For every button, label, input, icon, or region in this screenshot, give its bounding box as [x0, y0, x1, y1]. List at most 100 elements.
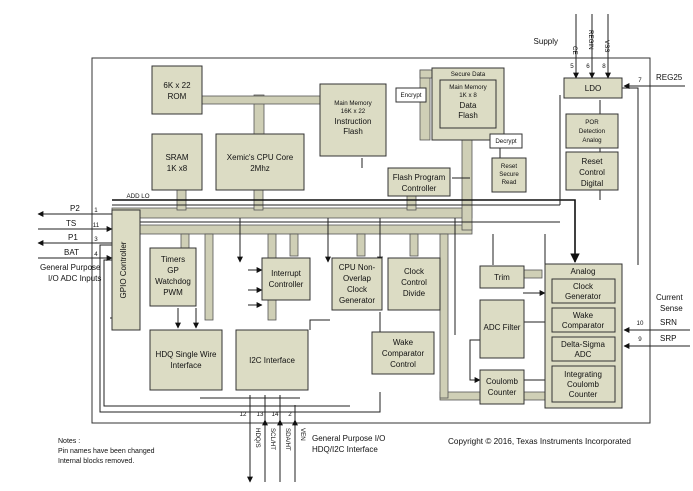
bus-irq: [289, 233, 299, 257]
svg-text:1: 1: [94, 207, 98, 214]
svg-text:Instruction: Instruction: [335, 117, 372, 126]
svg-text:Generator: Generator: [565, 292, 601, 301]
svg-text:P1: P1: [68, 233, 78, 242]
svg-text:GPIO Controller: GPIO Controller: [119, 241, 128, 298]
svg-text:Interface: Interface: [170, 361, 202, 370]
svg-text:POR: POR: [585, 119, 599, 126]
svg-text:1K x8: 1K x8: [167, 164, 188, 173]
bus-adc-v: [439, 233, 449, 399]
wake-comparator-control-block: Wake Comparator Control: [371, 331, 435, 375]
ldo-block: LDO: [563, 77, 623, 99]
svg-text:Secure: Secure: [499, 171, 519, 178]
svg-text:5: 5: [570, 63, 574, 70]
encrypt-block: Encrypt: [395, 87, 427, 103]
svg-text:Current: Current: [656, 293, 683, 302]
svg-text:8: 8: [602, 63, 606, 70]
svg-text:Watchdog: Watchdog: [155, 277, 191, 286]
rom-block: 6K x 22 ROM: [151, 65, 203, 115]
svg-text:ROM: ROM: [168, 92, 187, 101]
trim-block: Trim: [479, 265, 525, 289]
svg-text:Clock: Clock: [404, 267, 425, 276]
svg-text:TS: TS: [66, 219, 76, 228]
por-block: POR Detection Analog: [565, 113, 619, 149]
hdq-interface-block: HDQ Single Wire Interface: [149, 329, 223, 391]
svg-text:Analog: Analog: [571, 267, 596, 276]
svg-text:Reset: Reset: [501, 163, 517, 170]
svg-text:SRP: SRP: [660, 334, 676, 343]
svg-text:SRN: SRN: [660, 318, 677, 327]
svg-text:Comparator: Comparator: [382, 349, 425, 358]
timers-block: Timers GP Watchdog PWM: [149, 247, 197, 307]
svg-text:Secure Data: Secure Data: [451, 71, 486, 78]
svg-text:REG25: REG25: [656, 73, 683, 82]
svg-text:Flash Program: Flash Program: [393, 173, 446, 182]
svg-text:Controller: Controller: [269, 280, 304, 289]
svg-text:BAT: BAT: [64, 248, 79, 257]
cpu-core-block: Xemic's CPU Core 2Mhz: [215, 133, 305, 191]
svg-text:6: 6: [586, 63, 590, 70]
svg-text:SCL/HT: SCL/HT: [269, 428, 276, 450]
svg-text:ADC Filter: ADC Filter: [484, 323, 521, 332]
notes: Notes : Pin names have been changed Inte…: [58, 438, 155, 465]
sram-block: SRAM 1K x8: [151, 133, 203, 191]
svg-text:Pin names have been changed: Pin names have been changed: [58, 448, 155, 455]
svg-text:VSS: VSS: [603, 40, 610, 52]
svg-text:Flash: Flash: [458, 111, 478, 120]
svg-text:HDQ Single Wire: HDQ Single Wire: [156, 350, 217, 359]
bus-hdq: [204, 233, 214, 321]
bottom-label-line1: General Purpose I/O: [312, 434, 385, 443]
bus-lower: [111, 224, 473, 235]
svg-text:Internal blocks removed.: Internal blocks removed.: [58, 458, 134, 465]
interrupt-controller-block: Interrupt Controller: [261, 257, 311, 301]
svg-text:9: 9: [638, 336, 642, 343]
cpu-clock-generator-block: CPU Non- Overlap Clock Generator: [331, 257, 383, 311]
svg-text:Main Memory: Main Memory: [449, 84, 487, 91]
reg25-pin: REG25 7: [623, 73, 685, 89]
svg-text:PWM: PWM: [163, 288, 183, 297]
svg-text:Delta-Sigma: Delta-Sigma: [561, 340, 606, 349]
flash-program-controller-block: Flash Program Controller: [387, 167, 451, 197]
addr-label: ADD LO: [126, 193, 149, 200]
decrypt-block: Decrypt: [489, 133, 523, 149]
reset-secure-read-block: Reset Secure Read: [491, 157, 527, 193]
svg-text:Data: Data: [460, 101, 477, 110]
svg-text:2Mhz: 2Mhz: [250, 164, 270, 173]
svg-text:CE: CE: [571, 46, 578, 55]
coulomb-counter-block: Coulomb Counter: [479, 369, 525, 405]
svg-text:Analog: Analog: [582, 137, 602, 144]
svg-text:Divide: Divide: [403, 289, 426, 298]
bus-div: [409, 233, 419, 257]
secure-data-block: Secure Data Main Memory 1K x 8 Data Flas…: [431, 67, 505, 141]
svg-text:Supply: Supply: [534, 37, 558, 46]
svg-text:Interrupt: Interrupt: [271, 269, 302, 278]
addr-line: [112, 199, 580, 263]
wire-i: [469, 339, 481, 383]
bottom-pins: 12 13 14 2 HDQ/S SCL/HT SDA/HT VEN Gener…: [240, 411, 385, 483]
svg-text:Integrating: Integrating: [564, 370, 602, 379]
bottom-label-line2: HDQ/I2C Interface: [312, 445, 378, 454]
svg-text:Wake: Wake: [393, 338, 414, 347]
adc-filter-block: ADC Filter: [479, 299, 525, 359]
svg-text:Wake: Wake: [573, 311, 594, 320]
svg-text:14: 14: [272, 411, 279, 418]
svg-text:Coulomb: Coulomb: [486, 377, 519, 386]
svg-text:11: 11: [93, 222, 100, 229]
wire-h: [309, 319, 330, 330]
svg-text:6K x 22: 6K x 22: [163, 81, 191, 90]
svg-text:Control: Control: [401, 278, 427, 287]
svg-text:Controller: Controller: [402, 184, 437, 193]
bus-rom-horiz: [199, 95, 331, 105]
svg-text:CPU Non-: CPU Non-: [339, 263, 376, 272]
svg-text:2: 2: [288, 411, 292, 418]
instruction-flash-block: Main Memory 16K x 22 Instruction Flash: [319, 83, 387, 157]
svg-text:10: 10: [637, 320, 644, 327]
svg-text:Control: Control: [390, 360, 416, 369]
svg-text:Counter: Counter: [488, 388, 517, 397]
svg-text:Coulomb: Coulomb: [567, 380, 600, 389]
svg-text:Notes :: Notes :: [58, 438, 80, 445]
bus-flash-top: [419, 69, 431, 141]
supply-pins: Supply CE REGIN VSS 5 6 8: [534, 14, 611, 79]
svg-text:ADC: ADC: [575, 350, 592, 359]
svg-text:Counter: Counter: [569, 390, 598, 399]
